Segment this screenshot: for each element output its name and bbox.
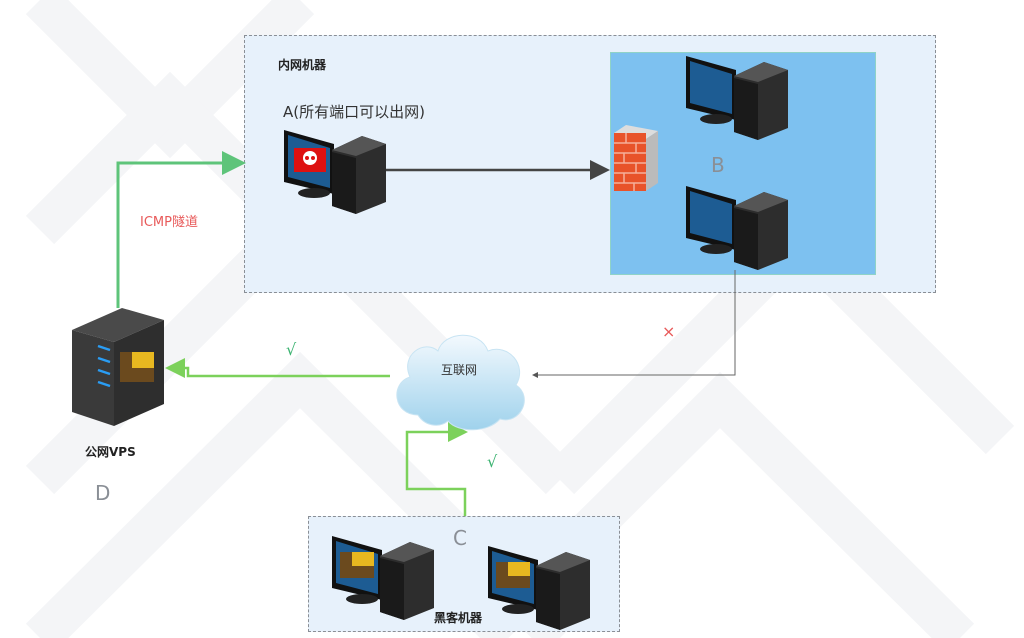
b-to-internet-edge <box>532 270 736 378</box>
hacker-computer-1-icon <box>332 536 434 620</box>
hacker-to-internet-edge <box>405 422 468 516</box>
vps-check-label: √ <box>286 340 297 359</box>
node-b-label: B <box>711 153 725 177</box>
icmp-tunnel-label: ICMP隧道 <box>140 215 198 230</box>
vps-caption: 公网VPS <box>85 445 136 459</box>
node-c-label: C <box>453 526 467 550</box>
computer-b1-icon <box>686 56 788 140</box>
node-a-label: A(所有端口可以出网) <box>283 103 425 121</box>
computer-b2-icon <box>686 186 788 270</box>
icmp-tunnel-edge <box>116 151 246 308</box>
computer-a-icon <box>284 130 386 214</box>
internet-to-vps-edge <box>165 358 390 378</box>
hacker-check-label: √ <box>487 452 498 471</box>
node-d-label: D <box>95 481 111 505</box>
hacker-zone-label: 黑客机器 <box>434 611 483 625</box>
internet-cloud-icon <box>396 334 525 431</box>
hacker-computer-2-icon <box>488 546 590 630</box>
firewall-icon <box>614 125 658 191</box>
internet-label: 互联网 <box>441 363 478 377</box>
blocked-cross-label: × <box>662 322 676 341</box>
intranet-zone-label: 内网机器 <box>278 58 327 72</box>
vps-server-icon <box>72 308 164 426</box>
